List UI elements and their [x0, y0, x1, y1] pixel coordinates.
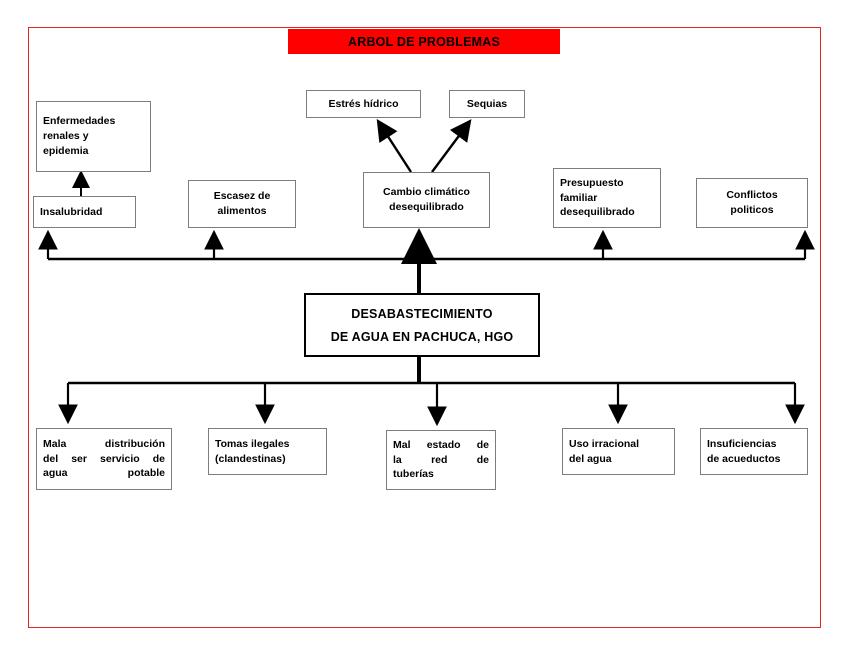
node-line: agua potable	[43, 467, 165, 480]
node-mal-estado-red[interactable]: Mal estado de la red de tuberías	[386, 430, 496, 490]
node-line: Estrés hídrico	[328, 97, 399, 110]
node-line: Mal estado de	[393, 438, 489, 451]
node-line: Tomas ilegales	[215, 437, 290, 450]
node-line: Sequias	[466, 97, 508, 110]
node-line: desequilibrado	[560, 206, 635, 219]
node-line: Cambio climático	[383, 186, 470, 199]
diagram-title-banner: ARBOL DE PROBLEMAS	[288, 29, 560, 54]
node-line: del agua	[569, 452, 612, 465]
node-mala-distribucion[interactable]: Mala distribución del ser servicio de ag…	[36, 428, 172, 490]
node-presupuesto-familiar[interactable]: Presupuesto familiar desequilibrado	[553, 168, 661, 228]
node-line: Mala distribución	[43, 437, 165, 450]
node-line: Insalubridad	[40, 205, 103, 218]
node-uso-irracional[interactable]: Uso irracional del agua	[562, 428, 675, 475]
node-tomas-ilegales[interactable]: Tomas ilegales (clandestinas)	[208, 428, 327, 475]
core-problem-line-2: DE AGUA EN PACHUCA, HGO	[330, 329, 514, 344]
node-line: alimentos	[217, 205, 267, 217]
node-line: familiar	[560, 191, 598, 204]
node-line: tuberías	[393, 468, 434, 481]
node-cambio-climatico[interactable]: Cambio climático desequilibrado	[363, 172, 490, 228]
node-sequias[interactable]: Sequias	[449, 90, 525, 118]
node-line: la red de	[393, 453, 489, 466]
node-line: epidemia	[43, 144, 89, 157]
node-line: Uso irracional	[569, 437, 640, 450]
node-escasez-de-alimentos[interactable]: Escasez de alimentos	[188, 180, 296, 228]
node-line: Insuficiencias	[707, 437, 777, 450]
node-line: Escasez de	[213, 190, 271, 203]
node-insuficiencias-acueductos[interactable]: Insuficiencias de acueductos	[700, 428, 808, 475]
node-estres-hidrico[interactable]: Estrés hídrico	[306, 90, 421, 118]
node-line: politicos	[730, 204, 774, 216]
node-line: renales y	[43, 130, 89, 143]
node-line: (clandestinas)	[215, 452, 286, 465]
core-problem-line-1: DESABASTECIMIENTO	[351, 306, 493, 321]
node-line: Presupuesto	[560, 176, 624, 189]
node-conflictos-politicos[interactable]: Conflictos politicos	[696, 178, 808, 228]
core-problem-box[interactable]: DESABASTECIMIENTO DE AGUA EN PACHUCA, HG…	[304, 293, 540, 357]
node-line: de acueductos	[707, 452, 781, 465]
node-line: Enfermedades	[43, 115, 116, 128]
node-enfermedades-renales[interactable]: Enfermedades renales y epidemia	[36, 101, 151, 172]
node-line: Conflictos	[726, 189, 778, 202]
page-title: ARBOL DE PROBLEMAS	[348, 34, 500, 49]
node-line: desequilibrado	[389, 201, 464, 213]
node-insalubridad[interactable]: Insalubridad	[33, 196, 136, 228]
node-line: del ser servicio de	[43, 452, 165, 465]
page-border	[28, 27, 821, 628]
